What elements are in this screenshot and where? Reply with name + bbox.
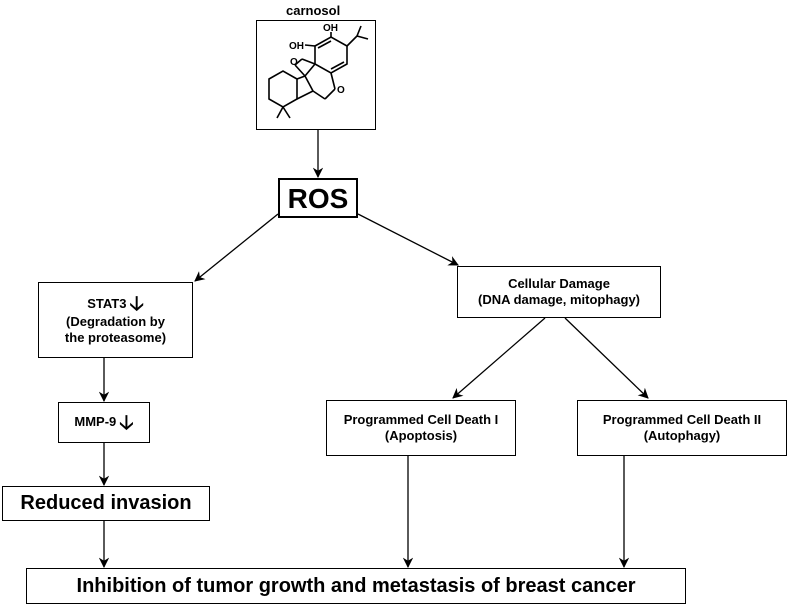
stat3-line2: (Degradation by — [66, 313, 165, 329]
arrow-damage-pcd1 — [452, 317, 546, 399]
mmp9-box: MMP-9 🡣 — [58, 402, 150, 443]
pcd1-line2: (Apoptosis) — [384, 428, 458, 443]
carnosol-molecule-drawing: OH OH O O — [268, 23, 369, 119]
arrow-ros-damage — [357, 213, 459, 266]
pcd2-line2: (Autophagy) — [643, 428, 721, 443]
keto-oxygen-label: O — [290, 57, 298, 68]
inhibition-label: Inhibition of tumor growth and metastasi… — [76, 574, 636, 597]
inhibition-box: Inhibition of tumor growth and metastasi… — [26, 568, 686, 604]
pcd2-box: Programmed Cell Death II (Autophagy) — [577, 400, 787, 456]
cellular-damage-box: Cellular Damage (DNA damage, mitophagy) — [457, 266, 661, 318]
ros-label: ROS — [287, 182, 349, 214]
cellular-damage-line1: Cellular Damage — [508, 275, 610, 291]
carnosol-label: carnosol — [286, 3, 341, 18]
arrow-damage-pcd2 — [564, 317, 649, 399]
reduced-invasion-box: Reduced invasion — [2, 486, 210, 521]
mmp9-label: MMP-9 — [74, 414, 117, 430]
stat3-box: STAT3 🡣 (Degradation by the proteasome) — [38, 282, 193, 358]
pcd2-line1: Programmed Cell Death II — [602, 411, 762, 427]
carnosol-structure-box: OH OH O O — [256, 20, 376, 130]
pcd1-box: Programmed Cell Death I (Apoptosis) — [326, 400, 516, 456]
oh-label-top: OH — [323, 23, 338, 34]
oh-label-left: OH — [289, 41, 304, 52]
down-arrow-icon: 🡣 — [119, 411, 134, 434]
arrow-ros-stat3 — [194, 213, 279, 282]
reduced-invasion-label: Reduced invasion — [20, 492, 192, 514]
stat3-title: STAT3 — [87, 295, 127, 311]
ring-oxygen-label: O — [337, 85, 345, 96]
stat3-line3: the proteasome) — [64, 330, 167, 345]
cellular-damage-line2: (DNA damage, mitophagy) — [477, 292, 641, 307]
ros-box: ROS — [278, 178, 358, 218]
pcd1-line1: Programmed Cell Death I — [343, 411, 499, 427]
down-arrow-icon: 🡣 — [129, 292, 144, 315]
